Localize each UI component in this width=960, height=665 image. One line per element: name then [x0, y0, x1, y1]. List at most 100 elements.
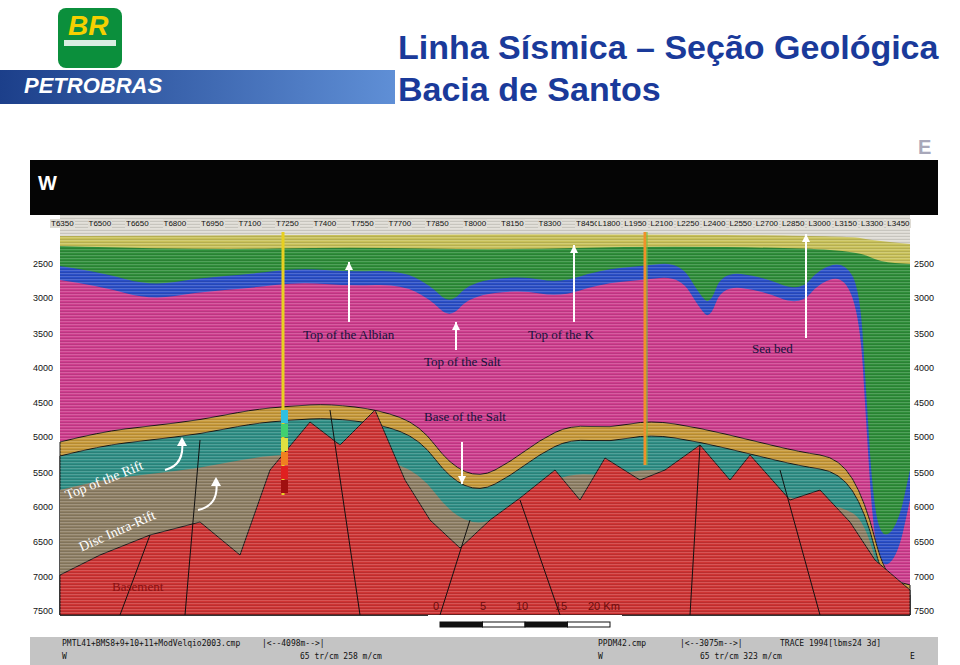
depth-tick: 4000	[33, 363, 53, 373]
slide-title: Linha Sísmica – Seção Geológica Bacia de…	[398, 26, 953, 110]
trace-number: T7700	[388, 219, 413, 228]
section-frame	[30, 160, 938, 637]
info-text: 65 tr/cm 258 m/cm	[300, 652, 382, 661]
arrowhead	[802, 234, 810, 242]
depth-tick: 4500	[33, 398, 53, 408]
trace-number: L2550	[729, 219, 753, 228]
horizon-label: Base of the Salt	[424, 410, 506, 425]
depth-tick: 2500	[914, 259, 934, 269]
depth-tick: 4000	[914, 363, 934, 373]
horizon-label: Top of the Salt	[424, 355, 501, 370]
trace-number: T6500	[88, 219, 113, 228]
depth-tick: 7500	[914, 606, 934, 616]
info-text: E	[910, 652, 915, 661]
leader-line	[573, 245, 575, 322]
trace-number: L2250	[676, 219, 700, 228]
scale-box	[428, 615, 622, 636]
depth-tick: 3000	[914, 293, 934, 303]
arrowhead	[345, 262, 353, 270]
depth-tick: 6000	[33, 502, 53, 512]
trace-number: L3450	[886, 219, 910, 228]
scale-number: 0	[433, 600, 439, 613]
trace-number: L2100	[650, 219, 674, 228]
logo-square	[58, 8, 122, 68]
depth-tick: 7000	[914, 572, 934, 582]
well-log-block	[281, 424, 288, 437]
seismic-texture	[60, 215, 910, 615]
fault-line	[185, 440, 200, 615]
info-text: PPDM42.cmp	[598, 639, 646, 648]
trace-number: L2700	[755, 219, 779, 228]
trace-number: T8150	[500, 219, 525, 228]
depth-tick: 4500	[914, 398, 934, 408]
horizon-label: Top of the K	[528, 328, 594, 343]
logo-wordmark: PETROBRAS	[24, 73, 162, 98]
scale-segment	[568, 622, 611, 627]
fault-line	[440, 520, 470, 615]
info-text: W	[598, 652, 603, 661]
depth-tick: 6000	[914, 502, 934, 512]
trace-number: T7550	[350, 219, 375, 228]
leader-line	[805, 234, 807, 338]
depth-tick: 7000	[33, 572, 53, 582]
depth-tick: 5500	[914, 468, 934, 478]
logo-letters: BR	[68, 10, 108, 42]
arrowhead	[211, 477, 221, 486]
trace-number: T8000	[463, 219, 488, 228]
fault-line	[690, 445, 700, 615]
trace-number: L2850	[781, 219, 805, 228]
trace-number: L3300	[860, 219, 884, 228]
depth-tick: 5000	[33, 432, 53, 442]
trace-number: T6950	[200, 219, 225, 228]
direction-label: E	[918, 136, 931, 159]
trace-number: T7250	[275, 219, 300, 228]
depth-tick: 6500	[33, 537, 53, 547]
arrowhead	[570, 245, 578, 253]
info-text: TRACE 1994[lbms24 3d]	[780, 639, 881, 648]
trace-number: T6800	[163, 219, 188, 228]
horizon-label: Sea bed	[752, 342, 793, 357]
well-log-block	[281, 466, 288, 479]
arrowhead	[458, 476, 466, 484]
well-line	[647, 232, 648, 465]
depth-tick: 2500	[33, 259, 53, 269]
arrowhead	[452, 322, 460, 330]
trace-number: T6650	[125, 219, 150, 228]
well-log-block	[281, 452, 288, 465]
basement-label: Basement	[112, 580, 163, 595]
info-text: 65 tr/cm 323 m/cm	[700, 652, 782, 661]
trace-number: T6350	[50, 219, 75, 228]
fault-line	[520, 500, 560, 615]
trace-number: L1800	[597, 219, 621, 228]
fault-line	[780, 470, 820, 615]
info-text: |<--4098m-->|	[262, 639, 325, 648]
info-text: PMTL41+BMS8+9+10+11+ModVelqio2003.cmp	[62, 639, 240, 648]
scale-segment	[440, 622, 483, 627]
trace-number: L3150	[834, 219, 858, 228]
scale-number: 5	[480, 600, 486, 613]
horizon-label: Top of the Albian	[303, 328, 394, 343]
trace-number: T7400	[313, 219, 338, 228]
water-column	[60, 215, 910, 615]
trace-number: L2400	[702, 219, 726, 228]
well-log-block	[281, 480, 288, 493]
depth-tick: 3000	[33, 293, 53, 303]
depth-tick: 3500	[914, 329, 934, 339]
well-log-block	[281, 410, 288, 423]
info-text: W	[62, 652, 67, 661]
fault-line	[120, 535, 150, 615]
trace-number: T7100	[238, 219, 263, 228]
direction-label: W	[38, 172, 57, 195]
trace-number: L3000	[807, 219, 831, 228]
depth-tick: 7500	[33, 606, 53, 616]
scale-number: 20 Km	[588, 600, 620, 613]
scale-number: 10	[516, 600, 528, 613]
scale-segment	[483, 622, 526, 627]
black-band	[30, 160, 938, 215]
info-strip	[30, 637, 938, 665]
trace-number: T7850	[425, 219, 450, 228]
info-text: |<--3075m-->|	[680, 639, 743, 648]
arrowhead	[177, 437, 187, 446]
fault-line	[330, 410, 360, 615]
